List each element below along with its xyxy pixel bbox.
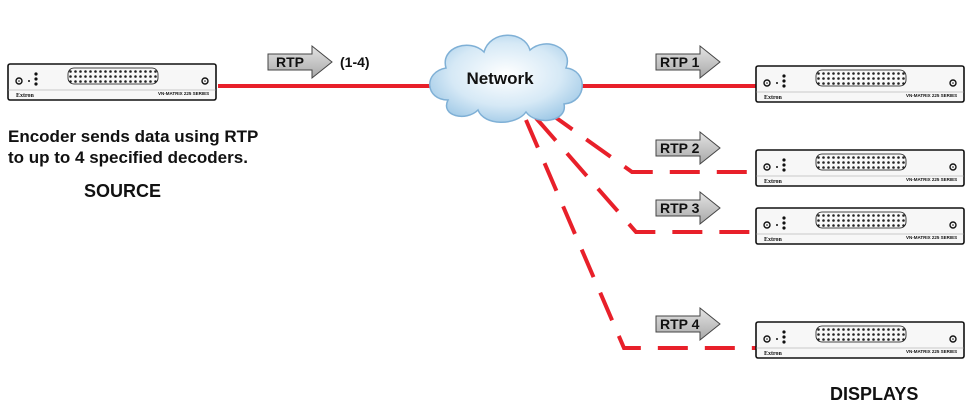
device-brand: Extron — [764, 237, 783, 243]
device-brand: Extron — [764, 179, 783, 185]
device-brand: Extron — [764, 95, 783, 101]
device-model: VN-MATRIX 225 SERIES — [906, 93, 957, 98]
display-decoder-3: Extron VN-MATRIX 225 SERIES — [755, 207, 965, 245]
output-link-4 — [524, 119, 762, 350]
source-title: SOURCE — [84, 181, 162, 201]
device-model: VN-MATRIX 225 SERIES — [906, 349, 957, 354]
source-caption-line-1: Encoder sends data using RTP — [8, 127, 259, 146]
output-rtp-arrow-3: RTP 3 — [655, 190, 721, 226]
displays-title: DISPLAYS — [830, 384, 919, 404]
source-rtp-label: RTP — [276, 54, 304, 70]
display-decoder-4: Extron VN-MATRIX 225 SERIES — [755, 321, 965, 359]
output-rtp-label-1: RTP 1 — [660, 54, 700, 70]
source-encoder: Extron VN-MATRIX 225 SERIES — [7, 63, 217, 101]
output-link-2 — [546, 110, 762, 174]
output-rtp-arrow-2: RTP 2 — [655, 130, 721, 166]
output-rtp-arrow-1: RTP 1 — [655, 44, 721, 80]
source-caption: Encoder sends data using RTP to up to 4 … — [8, 126, 338, 168]
output-rtp-label-3: RTP 3 — [660, 200, 700, 216]
device-model: VN-MATRIX 225 SERIES — [906, 235, 957, 240]
display-decoder-2: Extron VN-MATRIX 225 SERIES — [755, 149, 965, 187]
device-model: VN-MATRIX 225 SERIES — [906, 177, 957, 182]
links — [218, 84, 762, 350]
network-label: Network — [466, 69, 534, 88]
source-rtp-range: (1-4) — [340, 54, 370, 70]
source-caption-line-2: to up to 4 specified decoders. — [8, 148, 248, 167]
output-rtp-label-2: RTP 2 — [660, 140, 700, 156]
output-rtp-arrow-4: RTP 4 — [655, 306, 721, 342]
device-brand: Extron — [764, 351, 783, 357]
device-model: VN-MATRIX 225 SERIES — [158, 91, 209, 96]
output-rtp-label-4: RTP 4 — [660, 316, 700, 332]
display-decoder-1: Extron VN-MATRIX 225 SERIES — [755, 65, 965, 103]
network-cloud: Network — [429, 34, 583, 123]
output-link-3 — [534, 116, 762, 234]
source-rtp-arrow: RTP (1-4) — [267, 44, 370, 80]
device-brand: Extron — [16, 93, 35, 99]
